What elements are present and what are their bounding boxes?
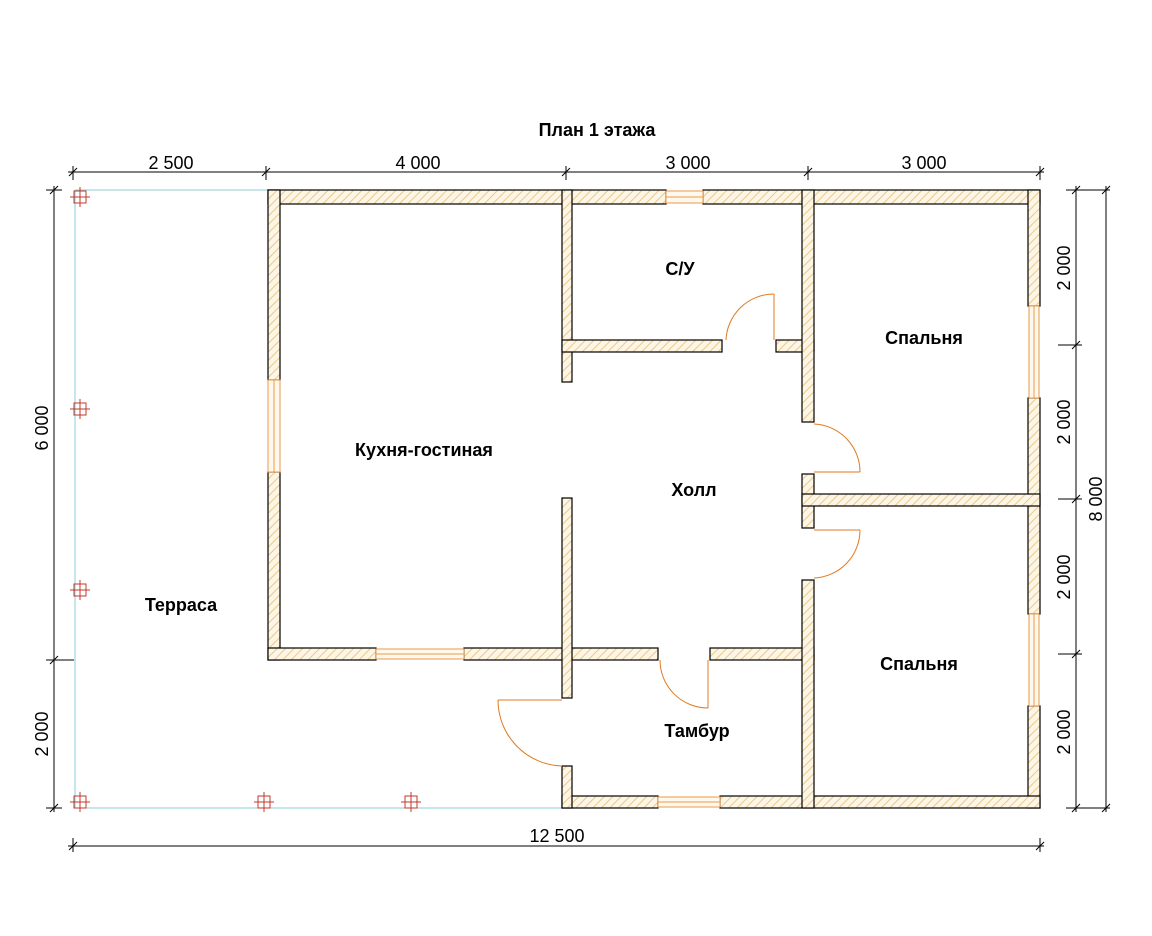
room-hall-label: Холл <box>671 480 716 500</box>
doors <box>497 293 861 767</box>
dim-right-4: 2 000 <box>1054 709 1074 754</box>
dimension-right-outer <box>1101 185 1111 813</box>
dimension-bottom <box>68 838 1045 852</box>
dim-right-2: 2 000 <box>1054 399 1074 444</box>
dim-top-1: 2 500 <box>148 153 193 173</box>
dim-right-3: 2 000 <box>1054 554 1074 599</box>
dim-top-4: 3 000 <box>901 153 946 173</box>
room-bath-label: С/У <box>665 259 695 279</box>
dim-top-3: 3 000 <box>665 153 710 173</box>
dim-right-1: 2 000 <box>1054 245 1074 290</box>
dim-left-upper: 6 000 <box>32 405 52 450</box>
dim-left-lower: 2 000 <box>32 711 52 756</box>
dim-bottom: 12 500 <box>529 826 584 846</box>
post-5 <box>254 792 274 812</box>
room-terrace-label: Терраса <box>145 595 218 615</box>
walls <box>267 189 1041 809</box>
dim-right-outer: 8 000 <box>1086 476 1106 521</box>
room-bedroom-bottom-label: Спальня <box>880 654 958 674</box>
post-4 <box>70 792 90 812</box>
post-6 <box>401 792 421 812</box>
plan-title: План 1 этажа <box>539 120 657 140</box>
terrace-posts <box>70 187 421 812</box>
windows <box>267 190 1040 808</box>
post-1 <box>70 187 90 207</box>
dim-top-2: 4 000 <box>395 153 440 173</box>
post-3 <box>70 580 90 600</box>
dimension-left <box>46 185 74 813</box>
dimension-right-inner <box>1058 185 1110 813</box>
room-vestibule-label: Тамбур <box>664 721 729 741</box>
room-bedroom-top-label: Спальня <box>885 328 963 348</box>
terrace-outline <box>74 189 562 809</box>
post-2 <box>70 399 90 419</box>
room-kitchen-label: Кухня-гостиная <box>355 440 493 460</box>
dimension-top <box>68 166 1045 180</box>
